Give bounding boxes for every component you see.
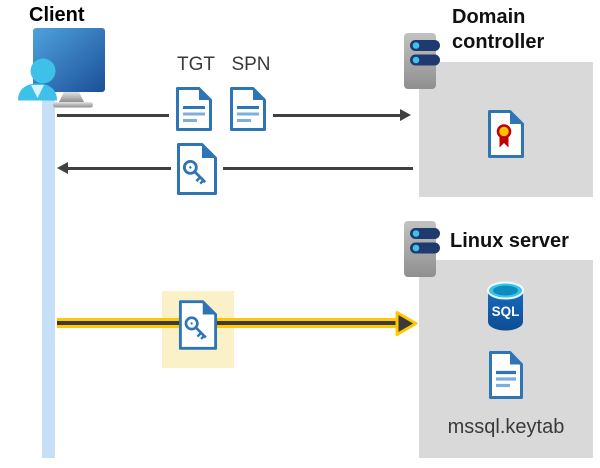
ticket-key-document-icon <box>177 143 217 195</box>
domain-controller-title: Domain controller <box>452 6 545 53</box>
arrow-dc-to-client-head-icon <box>57 161 68 174</box>
dc-server-icon <box>404 33 440 89</box>
ticket-key-document-wrap <box>171 140 223 198</box>
client-title: Client <box>29 4 85 26</box>
client-lifeline <box>42 95 55 458</box>
certificate-document-icon <box>488 110 524 158</box>
client-monitor-user-icon <box>18 28 105 108</box>
tgt-spn-documents <box>169 83 273 135</box>
keytab-filename-caption: mssql.keytab <box>447 416 565 438</box>
highlighted-ticket-key-document-icon <box>178 300 218 350</box>
spn-document-icon <box>230 87 266 131</box>
keytab-document-icon <box>489 351 523 399</box>
tgt-document-icon <box>176 87 212 131</box>
sql-database-icon: SQL <box>487 281 524 331</box>
linux-server-icon <box>404 221 440 277</box>
linux-server-title: Linux server <box>450 230 569 252</box>
arrow-client-to-dc-head-icon <box>400 108 411 121</box>
spn-label: SPN <box>231 54 271 75</box>
arrow-dc-to-client-line <box>66 167 413 170</box>
arrow-client-to-linux-yellow-line <box>57 318 398 328</box>
sql-badge-text: SQL <box>492 304 520 319</box>
tgt-label: TGT <box>177 54 215 75</box>
arrow-client-to-linux-yellow-head-icon <box>395 311 418 336</box>
